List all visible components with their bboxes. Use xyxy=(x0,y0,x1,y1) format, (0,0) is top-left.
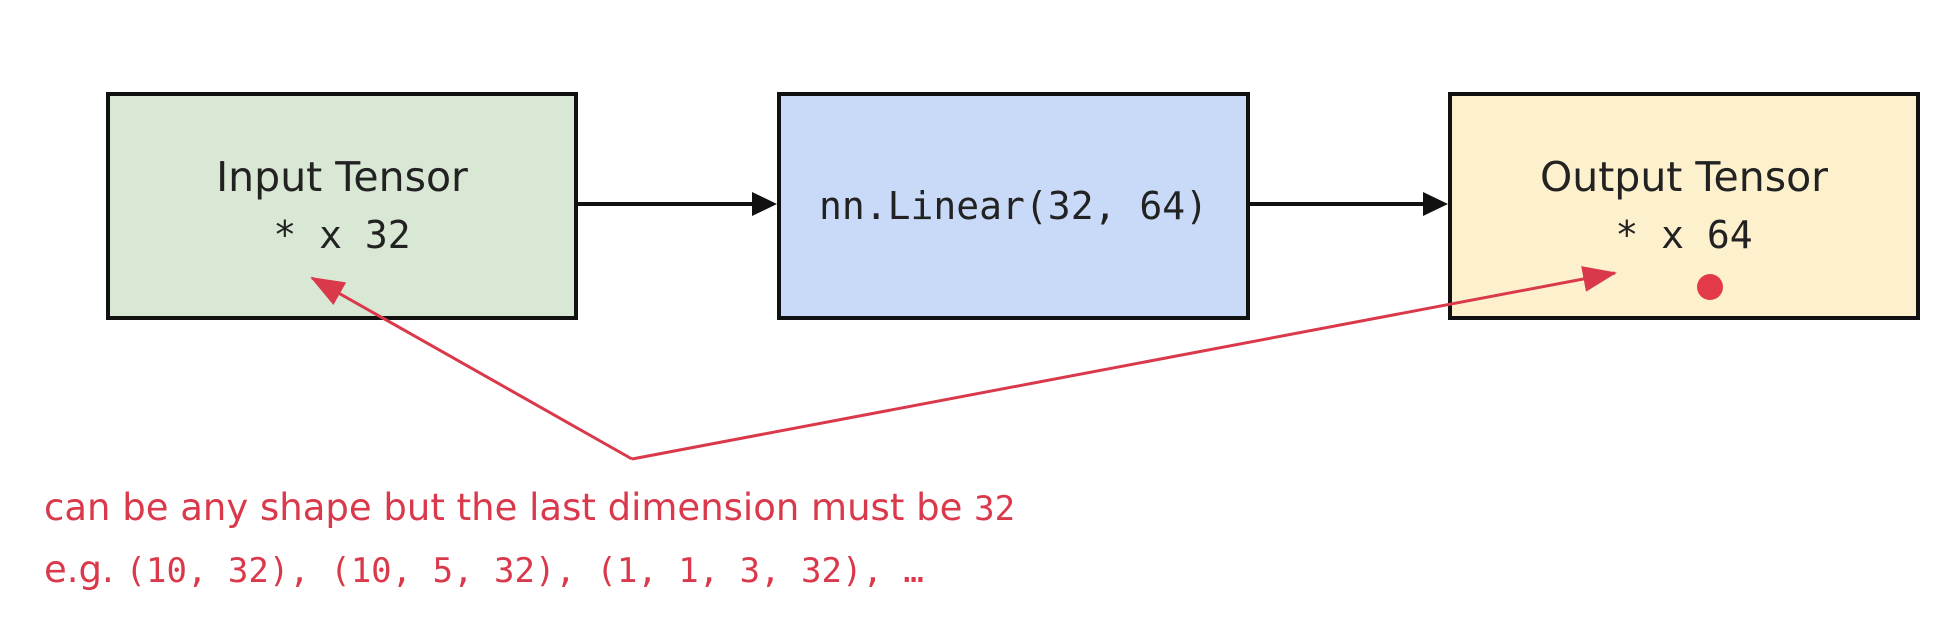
linear-layer-box: nn.Linear(32, 64) xyxy=(777,92,1250,320)
annotation-line-1-value: 32 xyxy=(974,489,1016,529)
annotation-line-1-text: can be any shape but the last dimension … xyxy=(44,486,975,529)
edge-input-to-linear-arrowhead xyxy=(752,192,777,216)
output-tensor-title: Output Tensor xyxy=(1539,153,1829,202)
output-tensor-box: Output Tensor * x 64 xyxy=(1448,92,1920,320)
annotation-line-2-prefix: e.g. xyxy=(44,548,126,591)
edge-linear-to-output-arrowhead xyxy=(1423,192,1448,216)
edge-linear-to-output xyxy=(1250,192,1448,216)
linear-layer-code: nn.Linear(32, 64) xyxy=(819,184,1208,228)
output-tensor-shape: * x 64 xyxy=(1615,212,1753,257)
input-tensor-title: Input Tensor xyxy=(216,153,468,202)
edge-input-to-linear xyxy=(578,192,777,216)
annotation-line-2-examples: (10, 32), (10, 5, 32), (1, 1, 3, 32), … xyxy=(125,551,924,591)
annotation-line-2: e.g. (10, 32), (10, 5, 32), (1, 1, 3, 32… xyxy=(44,548,924,592)
input-tensor-box: Input Tensor * x 32 xyxy=(106,92,578,320)
annotation-line-1: can be any shape but the last dimension … xyxy=(44,486,1015,529)
input-tensor-shape: * x 32 xyxy=(273,212,411,257)
